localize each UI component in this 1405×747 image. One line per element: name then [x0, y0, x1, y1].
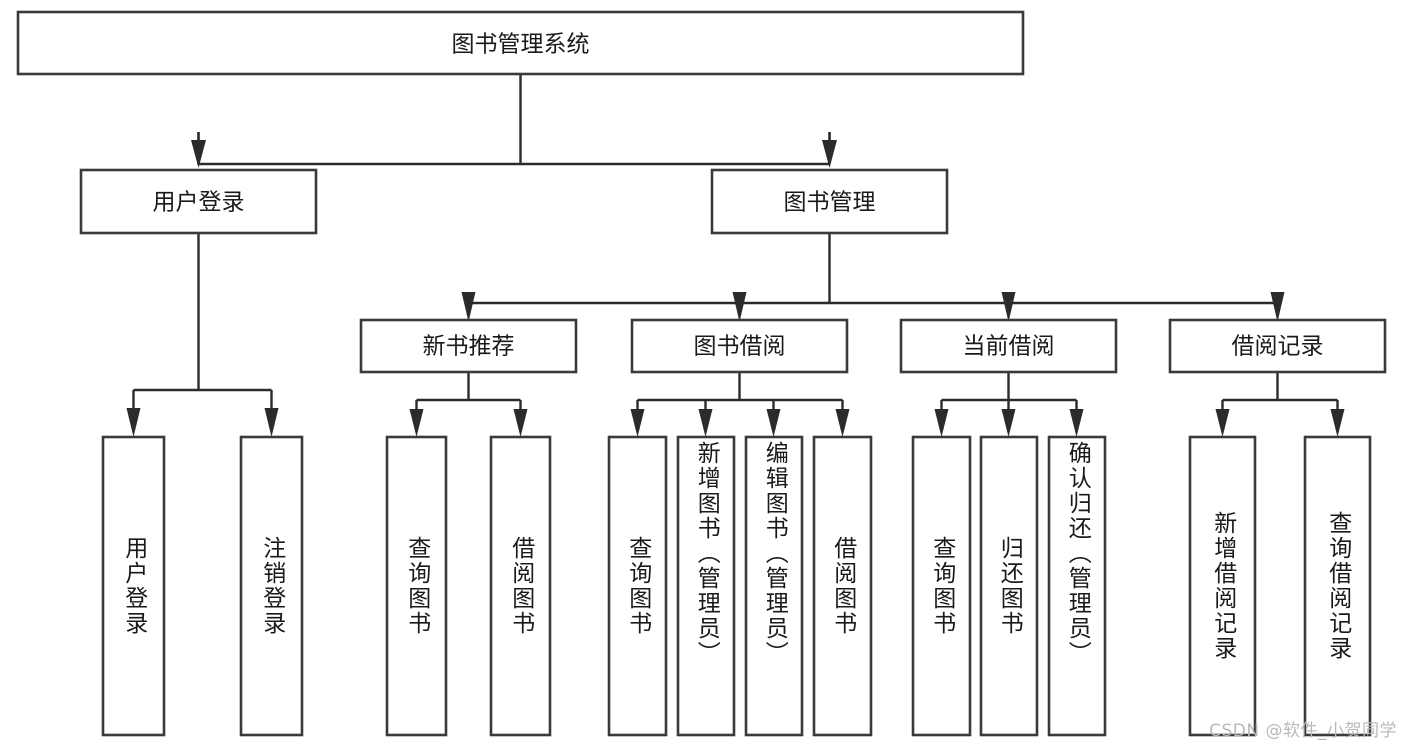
- node-current-borrow[interactable]: [899, 318, 1118, 374]
- arrowhead-leaf-borrow-book-1: [513, 409, 528, 437]
- arrowhead-book-manage: [822, 140, 837, 168]
- arrowhead-leaf-add-record: [1215, 409, 1230, 437]
- arrowhead-leaf-query-book-3: [934, 409, 949, 437]
- node-label-book-manage: 图书管理: [784, 190, 876, 216]
- arrowhead-borrow-record: [1270, 292, 1285, 322]
- node-leaf-edit-book[interactable]: [744, 435, 804, 737]
- arrowhead-book-borrow: [732, 292, 747, 322]
- arrowhead-leaf-confirm-return: [1069, 409, 1084, 437]
- node-new-book-recommend[interactable]: [359, 318, 578, 374]
- node-label-current-borrow: 当前借阅: [963, 334, 1055, 360]
- node-leaf-query-book-1[interactable]: [385, 435, 448, 737]
- arrowhead-user-login: [191, 140, 206, 168]
- node-book-borrow[interactable]: [630, 318, 849, 374]
- node-leaf-borrow-book-1[interactable]: [489, 435, 552, 737]
- arrowhead-leaf-logout-login: [264, 408, 279, 437]
- arrowhead-leaf-add-book: [698, 409, 713, 437]
- node-leaf-return-book[interactable]: [979, 435, 1039, 737]
- node-leaf-add-book[interactable]: [676, 435, 736, 737]
- node-label-title: 图书管理系统: [452, 32, 590, 58]
- node-title-book-management-system[interactable]: [16, 10, 1025, 76]
- node-label-new-book-recommend: 新书推荐: [423, 334, 515, 360]
- arrowhead-current-borrow: [1001, 292, 1016, 322]
- node-user-login[interactable]: [79, 168, 318, 235]
- arrowhead-leaf-edit-book: [766, 409, 781, 437]
- node-leaf-query-book-2[interactable]: [607, 435, 668, 737]
- node-leaf-add-record[interactable]: [1188, 435, 1257, 737]
- node-leaf-user-login[interactable]: [101, 435, 166, 737]
- node-leaf-query-record[interactable]: [1303, 435, 1372, 737]
- node-leaf-logout-login[interactable]: [239, 435, 304, 737]
- arrowhead-leaf-borrow-book-2: [835, 409, 850, 437]
- arrowhead-leaf-query-record: [1330, 409, 1345, 437]
- arrowhead-leaf-return-book: [1001, 409, 1016, 437]
- arrowhead-leaf-query-book-2: [630, 409, 645, 437]
- node-label-user-login: 用户登录: [153, 190, 245, 216]
- node-borrow-record[interactable]: [1168, 318, 1387, 374]
- node-book-manage[interactable]: [710, 168, 949, 235]
- arrowhead-leaf-user-login: [126, 408, 141, 437]
- csdn-watermark: CSDN @软件_小贺同学: [1209, 721, 1397, 741]
- node-leaf-query-book-3[interactable]: [911, 435, 972, 737]
- node-leaf-confirm-return[interactable]: [1047, 435, 1107, 737]
- node-label-borrow-record: 借阅记录: [1232, 334, 1324, 360]
- node-label-book-borrow: 图书借阅: [694, 334, 786, 360]
- arrowhead-leaf-query-book-1: [409, 409, 424, 437]
- arrowhead-new-book-recommend: [461, 292, 476, 322]
- node-leaf-borrow-book-2[interactable]: [812, 435, 873, 737]
